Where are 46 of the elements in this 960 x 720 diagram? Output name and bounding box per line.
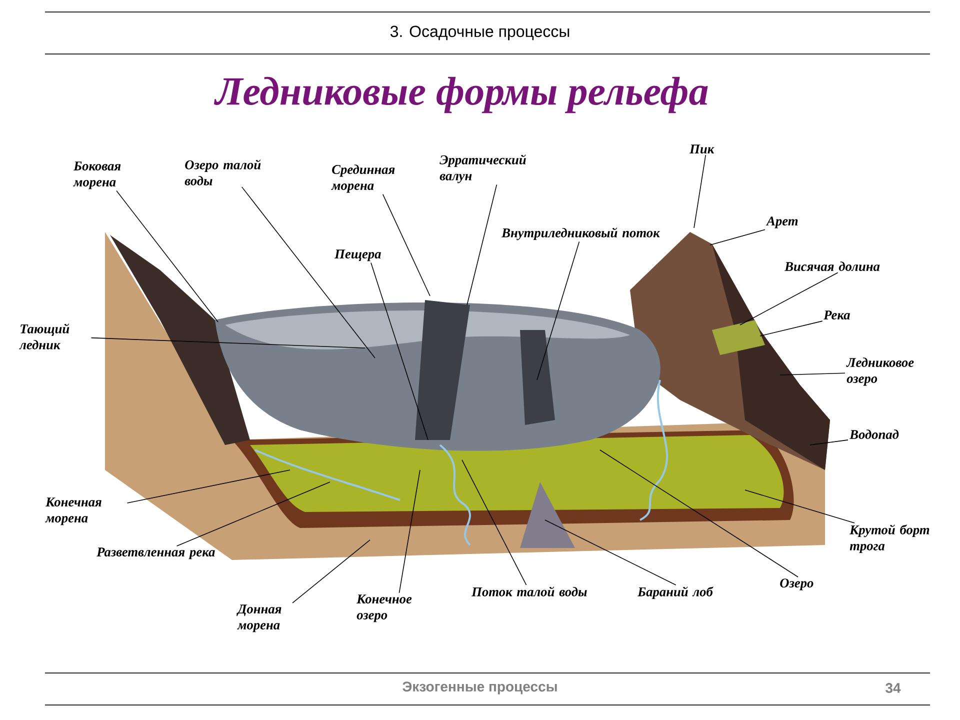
leader-line (292, 540, 370, 604)
callout-label: Арет (766, 216, 798, 228)
callout-label: Боковая морена (73, 162, 121, 190)
callout-label: Тающий ледник (19, 324, 70, 350)
leader-line (780, 372, 846, 376)
leader-line (126, 470, 290, 504)
leader-line (740, 272, 838, 326)
leader-line (462, 460, 527, 586)
leader-line (600, 450, 798, 578)
leader-line (544, 520, 676, 586)
header-text: 3. Осадочные процессы (390, 26, 570, 40)
callout-label: Внутриледниковый поток (501, 228, 660, 240)
footer-text: Экзогенные процессы (402, 682, 557, 694)
callout-label: Пещера (334, 250, 381, 262)
leader-line (744, 490, 855, 524)
callout-label: Озеро (780, 578, 814, 590)
leader-line (536, 241, 580, 380)
leader-line (370, 262, 428, 440)
callout-label: Поток талой воды (472, 586, 587, 596)
callout-label: Висячая долина (784, 262, 880, 271)
leader-line (176, 482, 330, 546)
callout-label: Разветвленная река (96, 548, 215, 560)
leader-line (398, 470, 420, 594)
callout-label: Озеро талой воды (184, 160, 261, 186)
callout-label: Конечная морена (45, 498, 102, 526)
leader-line (710, 229, 766, 246)
callout-label: Река (824, 310, 850, 320)
leader-line (466, 184, 498, 306)
callout-label: Пик (690, 144, 714, 154)
leader-line (382, 194, 430, 296)
callout-label: Крутой борт трога (850, 524, 930, 554)
callout-label: Конечное озеро (356, 594, 412, 622)
callout-label: Донная морена (236, 604, 282, 632)
callout-label: Эрратический валун (440, 154, 526, 184)
callout-label: Водопад (849, 430, 899, 439)
page-number: 34 (886, 683, 901, 693)
leader-line (810, 440, 848, 446)
leader-line (694, 154, 706, 228)
leader-line (241, 186, 376, 358)
callout-label: Срединная морена (331, 164, 395, 193)
leader-line (116, 190, 218, 322)
leader-line (90, 337, 366, 348)
slide-title: Ледниковые формы рельефа (214, 76, 708, 114)
leader-line (760, 320, 823, 336)
callout-label: Бараний лоб (637, 586, 714, 600)
callout-label: Ледниковое озеро (846, 358, 914, 386)
